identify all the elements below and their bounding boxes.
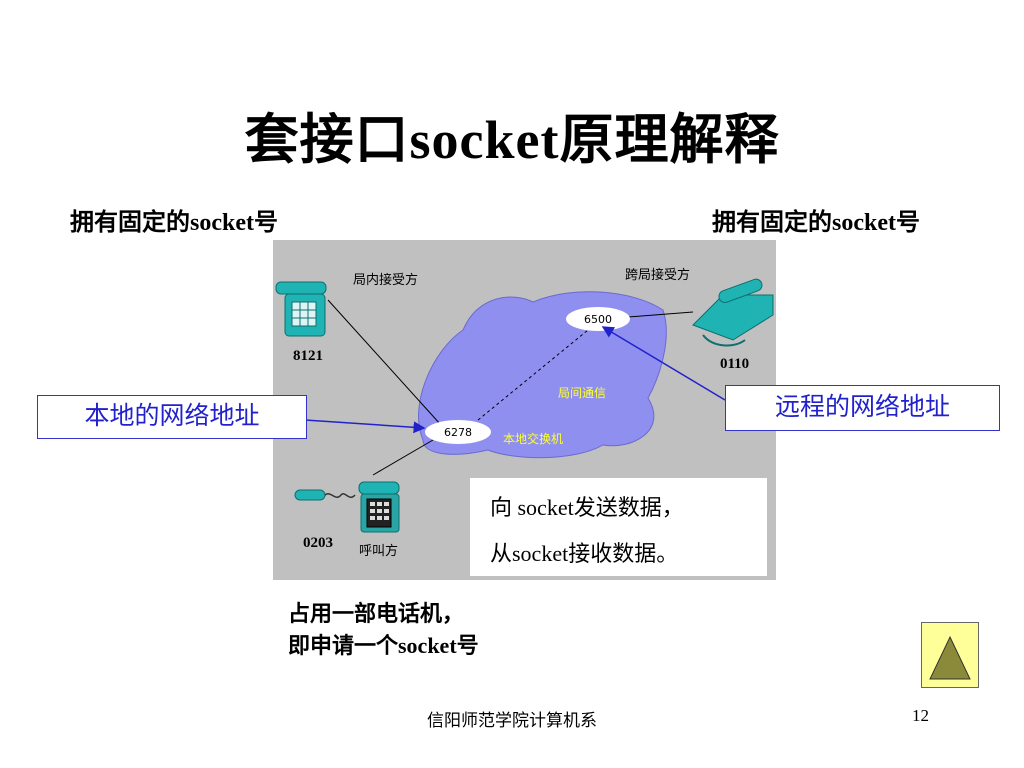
bottom-note: 占用一部电话机， 即申请一个socket号	[288, 598, 479, 662]
send-line: 向 socket发送数据，	[490, 495, 684, 520]
phone-0110-number: 0110	[720, 356, 749, 372]
node-6500-label: 6500	[584, 313, 612, 326]
remote-address-arrow	[601, 326, 726, 401]
phone-8121-icon	[275, 281, 327, 337]
bottom-note-line2: 即申请一个socket号	[288, 633, 479, 658]
left-caption: 拥有固定的socket号	[70, 210, 278, 236]
local-address-callout: 本地的网络地址	[37, 395, 307, 439]
inter-office-label: 局间通信	[558, 386, 606, 400]
receive-line: 从socket接收数据。	[490, 541, 679, 566]
local-address-arrow	[304, 419, 426, 434]
line-0203-to-6278	[372, 439, 434, 476]
send-receive-box: 向 socket发送数据， 从socket接收数据。	[470, 478, 767, 576]
right-caption: 拥有固定的socket号	[712, 210, 920, 236]
page-title: 套接口socket原理解释	[244, 110, 780, 170]
triangle-up-icon	[929, 635, 971, 680]
node-6278-label: 6278	[444, 426, 472, 439]
bottom-note-line1: 占用一部电话机，	[288, 601, 465, 626]
phone-0203-number: 0203	[303, 535, 333, 551]
page-number: 12	[912, 706, 929, 725]
next-slide-button[interactable]	[921, 622, 979, 688]
line-6500-to-0110	[627, 311, 694, 318]
remote-receiver-label: 跨局接受方	[625, 267, 690, 283]
local-switch-label: 本地交换机	[503, 431, 563, 446]
phone-0110-icon	[692, 278, 774, 347]
phone-0203-icon	[294, 481, 400, 533]
caller-label: 呼叫方	[359, 543, 398, 559]
local-receiver-label: 局内接受方	[353, 272, 418, 288]
footer-text: 信阳师范学院计算机系	[427, 711, 597, 731]
line-8121-to-6278	[327, 299, 442, 426]
node-6278	[425, 420, 491, 444]
remote-address-callout: 远程的网络地址	[725, 385, 1000, 431]
phone-8121-number: 8121	[293, 348, 323, 364]
node-6500	[566, 307, 630, 331]
